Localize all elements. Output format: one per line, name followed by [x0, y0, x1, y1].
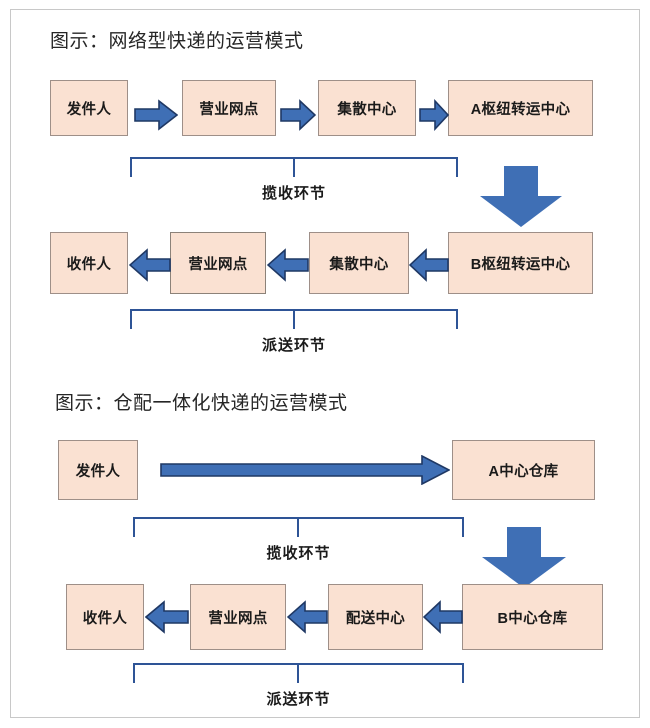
stage-label-collection-2: 揽收环节	[266, 545, 331, 562]
bracket-collection-1	[130, 157, 458, 177]
down-arrow-transfer-2	[482, 527, 566, 588]
node-distribution-center: 配送中心	[328, 584, 423, 650]
node-receiver-2: 收件人	[66, 584, 144, 650]
arrow-left-2	[267, 248, 309, 282]
arrow-left-3	[409, 248, 449, 282]
bracket-delivery-2	[133, 663, 464, 683]
node-warehouse-a: A中心仓库	[452, 440, 595, 500]
node-branch-3: 营业网点	[190, 584, 286, 650]
node-receiver-1: 收件人	[50, 232, 128, 294]
section-title-warehouse-model: 图示：仓配一体化快递的运营模式	[55, 393, 348, 414]
arrow-right-long	[160, 455, 450, 485]
node-branch-2: 营业网点	[170, 232, 266, 294]
node-transfer-a: A枢纽转运中心	[448, 80, 593, 136]
node-sender-1: 发件人	[50, 80, 128, 136]
node-warehouse-b: B中心仓库	[462, 584, 603, 650]
arrow-left-4	[145, 600, 189, 634]
arrow-left-1	[129, 248, 171, 282]
arrow-right-3	[419, 99, 449, 131]
diagram-frame	[10, 9, 640, 718]
arrow-right-1	[134, 99, 178, 131]
arrow-left-5	[287, 600, 328, 634]
arrow-left-6	[423, 600, 463, 634]
down-arrow-transfer-1	[480, 166, 562, 227]
node-hub-center-2: 集散中心	[309, 232, 409, 294]
node-hub-center-1: 集散中心	[318, 80, 416, 136]
arrow-right-2	[280, 99, 316, 131]
section-title-network-model: 图示：网络型快递的运营模式	[50, 31, 304, 52]
bracket-delivery-1	[130, 309, 458, 329]
stage-label-collection-1: 揽收环节	[261, 185, 326, 202]
node-branch-1: 营业网点	[182, 80, 276, 136]
node-transfer-b: B枢纽转运中心	[448, 232, 593, 294]
stage-label-delivery-1: 派送环节	[261, 337, 326, 354]
bracket-collection-2	[133, 517, 464, 537]
node-sender-2: 发件人	[58, 440, 138, 500]
stage-label-delivery-2: 派送环节	[266, 691, 331, 708]
